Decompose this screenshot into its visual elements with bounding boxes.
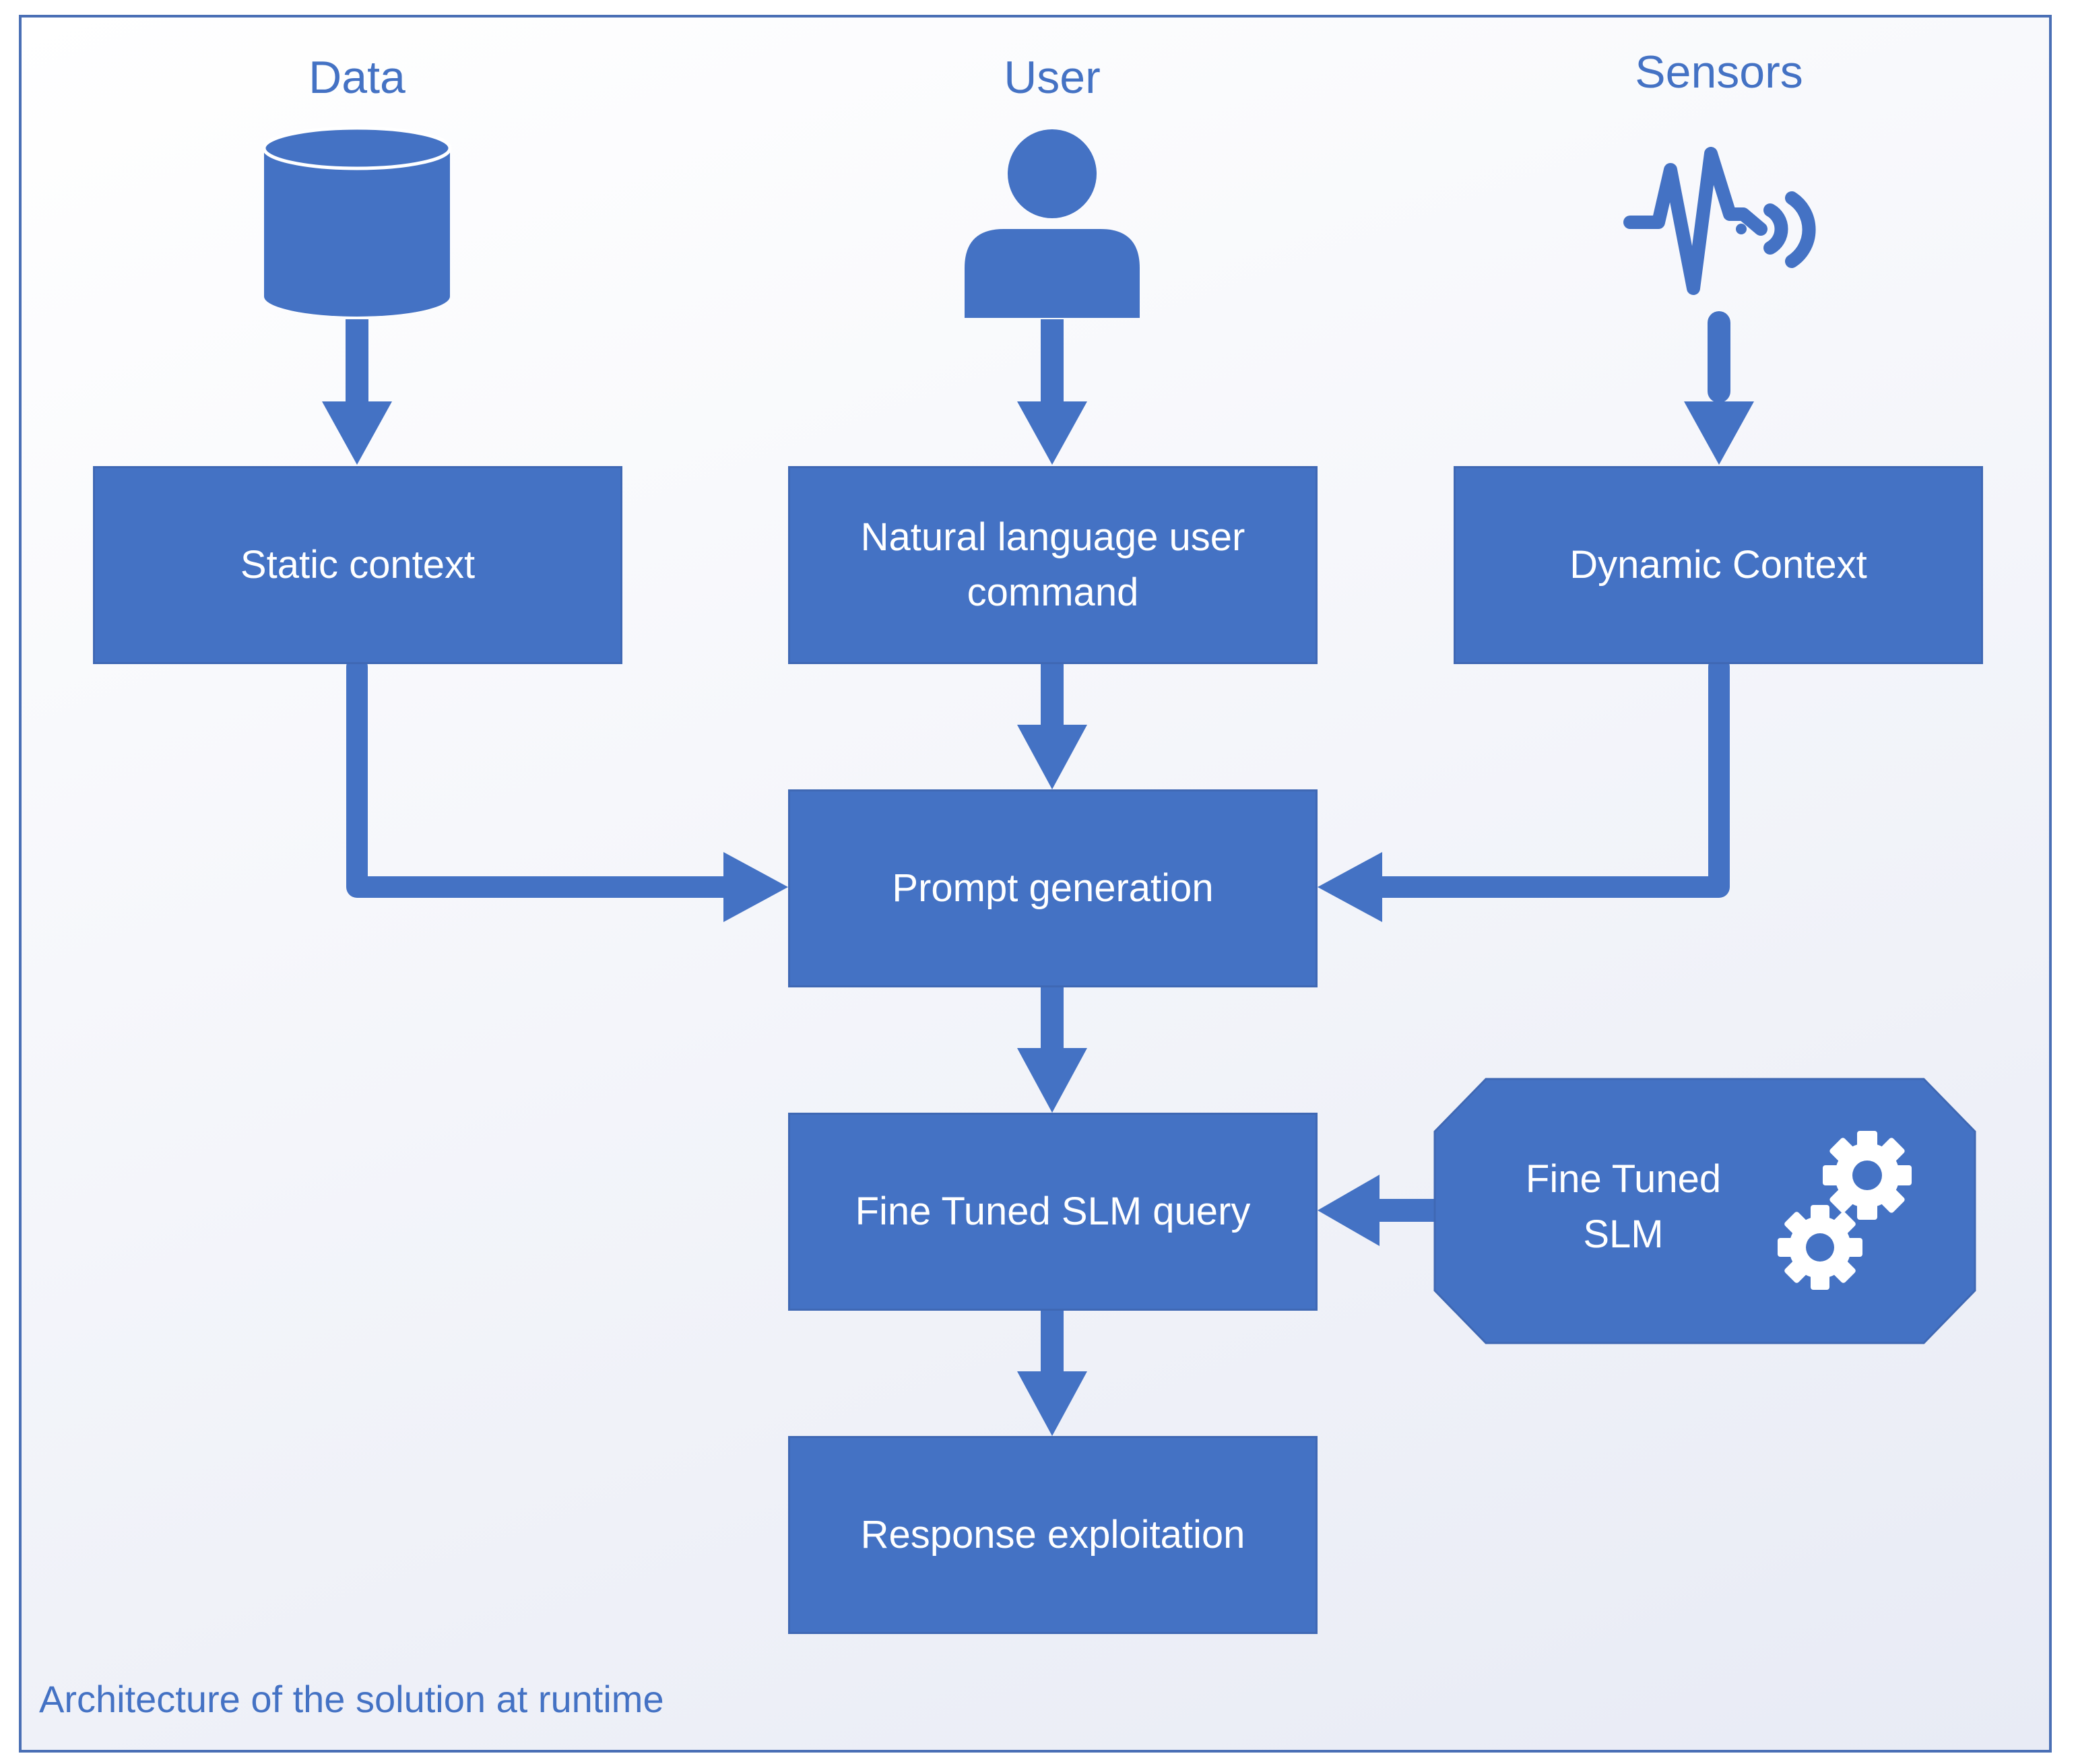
arrow-user-command xyxy=(1041,319,1064,403)
slm-query-box: Fine Tuned SLM query xyxy=(788,1113,1318,1311)
slm-query-label: Fine Tuned SLM query xyxy=(855,1189,1251,1233)
gears-icon xyxy=(1778,1131,1912,1290)
source-label-data: Data xyxy=(309,52,406,103)
database-icon xyxy=(262,126,452,317)
prompt-generation-box: Prompt generation xyxy=(788,789,1318,987)
arrow-data-static xyxy=(346,319,368,403)
nl-command-label: Natural language user command xyxy=(860,515,1245,614)
arrow-prompt-query xyxy=(1041,987,1064,1049)
prompt-generation-label: Prompt generation xyxy=(892,865,1214,910)
arrow-sensors-dynamic xyxy=(1708,311,1730,403)
arrowhead-dynamic-prompt xyxy=(1318,852,1382,922)
static-context-box: Static context xyxy=(93,466,622,664)
arrows xyxy=(322,311,1754,1436)
user-icon xyxy=(965,129,1140,318)
source-label-user: User xyxy=(1004,52,1101,103)
arrowhead-static-prompt xyxy=(723,852,788,922)
source-label-sensors: Sensors xyxy=(1635,46,1803,98)
sensor-signal-icon xyxy=(1623,147,1816,295)
diagram-caption: Architecture of the solution at runtime xyxy=(39,1678,664,1720)
arrow-query-response xyxy=(1041,1311,1064,1373)
arrow-command-prompt xyxy=(1041,664,1064,726)
connector-static-prompt xyxy=(346,656,742,898)
nl-command-box: Natural language user command xyxy=(788,466,1318,664)
fine-tuned-slm-label: Fine Tuned SLM xyxy=(1525,1157,1722,1257)
static-context-label: Static context xyxy=(240,542,476,587)
connectors xyxy=(346,656,1730,898)
dynamic-context-label: Dynamic Context xyxy=(1569,542,1867,587)
response-exploitation-box: Response exploitation xyxy=(788,1436,1318,1634)
response-exploitation-label: Response exploitation xyxy=(860,1512,1245,1557)
connector-dynamic-prompt xyxy=(1367,656,1730,898)
dynamic-context-box: Dynamic Context xyxy=(1454,466,1983,664)
